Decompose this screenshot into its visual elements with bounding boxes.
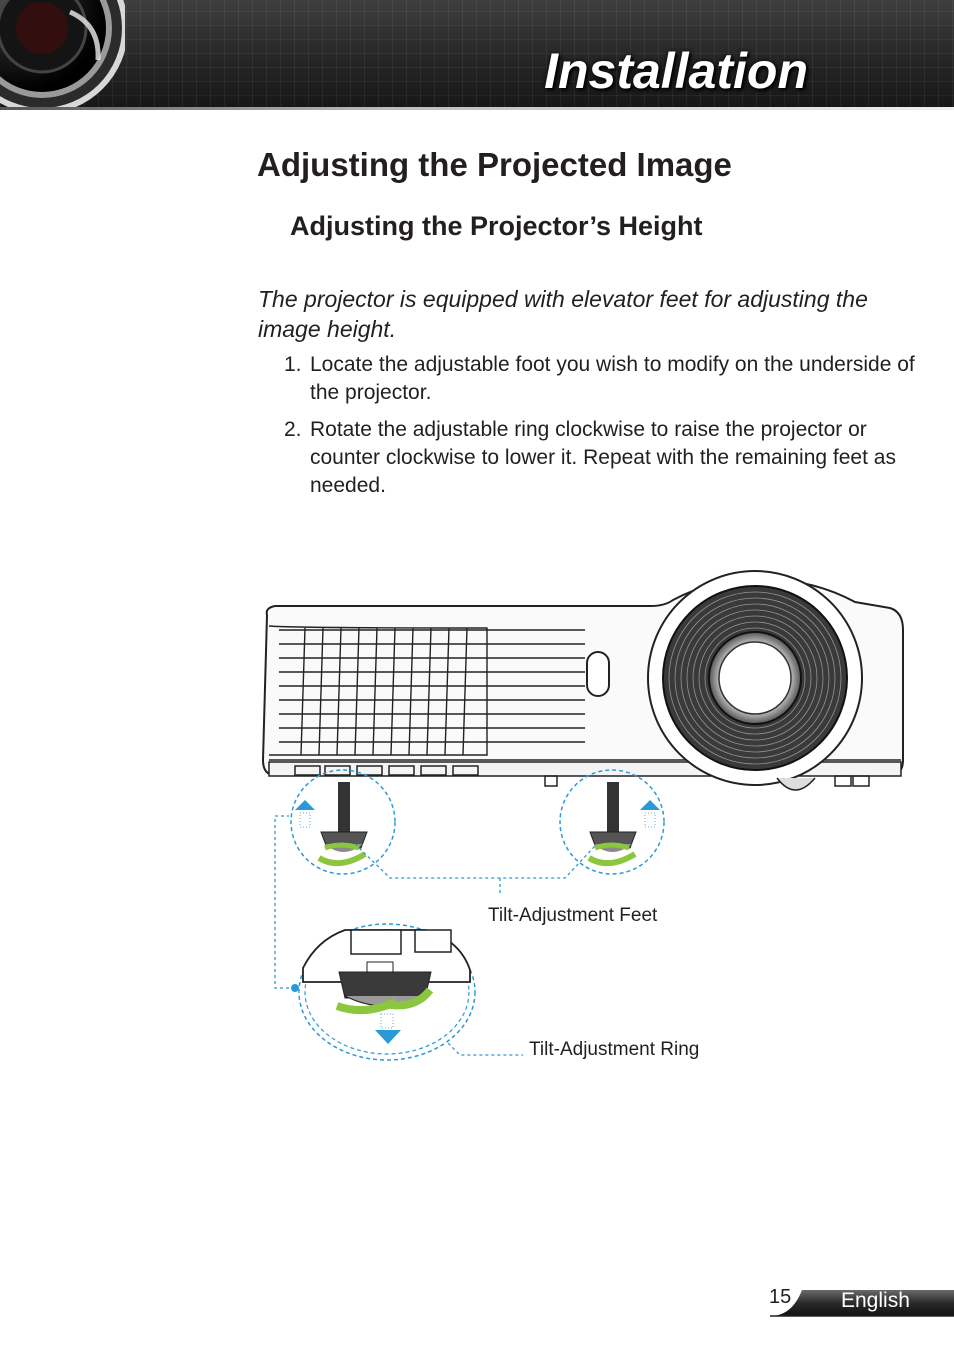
step-text: Locate the adjustable foot you wish to m… bbox=[310, 353, 915, 404]
footer-language: English bbox=[841, 1289, 910, 1312]
tilt-adjustment-feet-label: Tilt-Adjustment Feet bbox=[488, 905, 658, 926]
step-number: 2. bbox=[284, 418, 302, 441]
projector-illustration bbox=[261, 570, 904, 1061]
right-foot-detail bbox=[559, 769, 665, 875]
step-number: 1. bbox=[284, 353, 302, 376]
footer-tab bbox=[770, 1290, 954, 1317]
ring-detail bbox=[298, 923, 476, 1061]
page-title: Adjusting the Projected Image bbox=[257, 146, 732, 183]
intro-text: The projector is equipped with elevator … bbox=[258, 286, 868, 342]
camera-lens-icon bbox=[0, 0, 125, 110]
list-item: 1. Locate the adjustable foot you wish t… bbox=[284, 351, 924, 407]
left-foot-detail bbox=[290, 769, 396, 875]
step-text: Rotate the adjustable ring clockwise to … bbox=[310, 418, 896, 497]
page-number: 15 bbox=[769, 1286, 792, 1308]
list-item: 2. Rotate the adjustable ring clockwise … bbox=[284, 416, 924, 500]
header-title: Installation bbox=[544, 43, 808, 99]
projector-body bbox=[261, 570, 904, 791]
section-title: Adjusting the Projector’s Height bbox=[290, 211, 703, 241]
steps-list: 1. Locate the adjustable foot you wish t… bbox=[284, 351, 924, 509]
header-band: Installation bbox=[0, 0, 954, 110]
tilt-adjustment-ring-label: Tilt-Adjustment Ring bbox=[529, 1039, 700, 1060]
callout-leaders bbox=[274, 815, 596, 1056]
